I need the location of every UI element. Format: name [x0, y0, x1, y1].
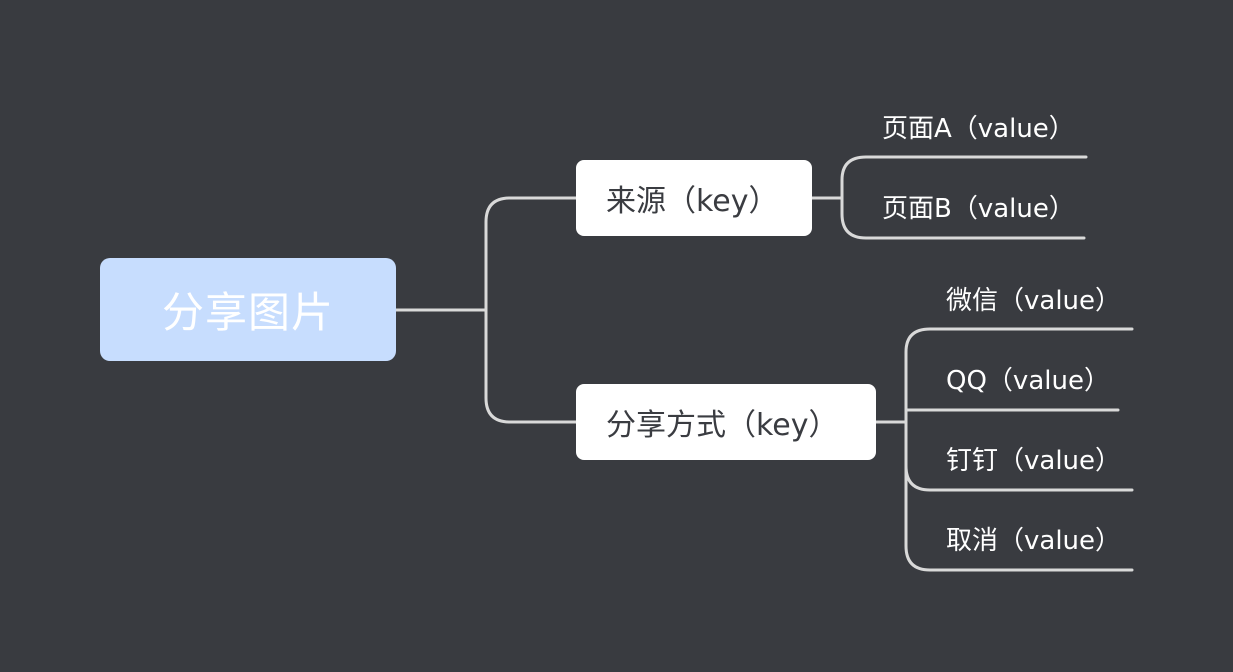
branch-node-share-method[interactable]: 分享方式（key） — [576, 384, 876, 460]
leaf-node-page-a[interactable]: 页面A（value） — [882, 106, 1075, 146]
leaf-node-qq[interactable]: QQ（value） — [946, 358, 1110, 398]
leaf-node-label: 取消（value） — [946, 525, 1122, 556]
leaf-node-wechat[interactable]: 微信（value） — [946, 278, 1121, 318]
leaf-node-page-b[interactable]: 页面B（value） — [882, 186, 1075, 226]
branch-node-source[interactable]: 来源（key） — [576, 160, 812, 236]
connector-trunk-share — [484, 308, 578, 424]
leaf-node-label: QQ（value） — [946, 365, 1110, 396]
branch-node-label: 来源（key） — [606, 184, 779, 219]
leaf-node-label: 页面B（value） — [882, 193, 1075, 224]
root-node-label: 分享图片 — [161, 288, 334, 337]
leaf-node-dingtalk[interactable]: 钉钉（value） — [946, 438, 1121, 478]
leaf-node-label: 钉钉（value） — [946, 445, 1122, 476]
leaf-node-cancel[interactable]: 取消（value） — [946, 518, 1121, 558]
branch-node-label: 分享方式（key） — [606, 408, 839, 443]
leaf-node-label: 微信（value） — [946, 285, 1122, 316]
root-node[interactable]: 分享图片 — [100, 258, 396, 361]
connector-trunk-source — [484, 196, 578, 312]
leaf-node-label: 页面A（value） — [882, 113, 1075, 144]
